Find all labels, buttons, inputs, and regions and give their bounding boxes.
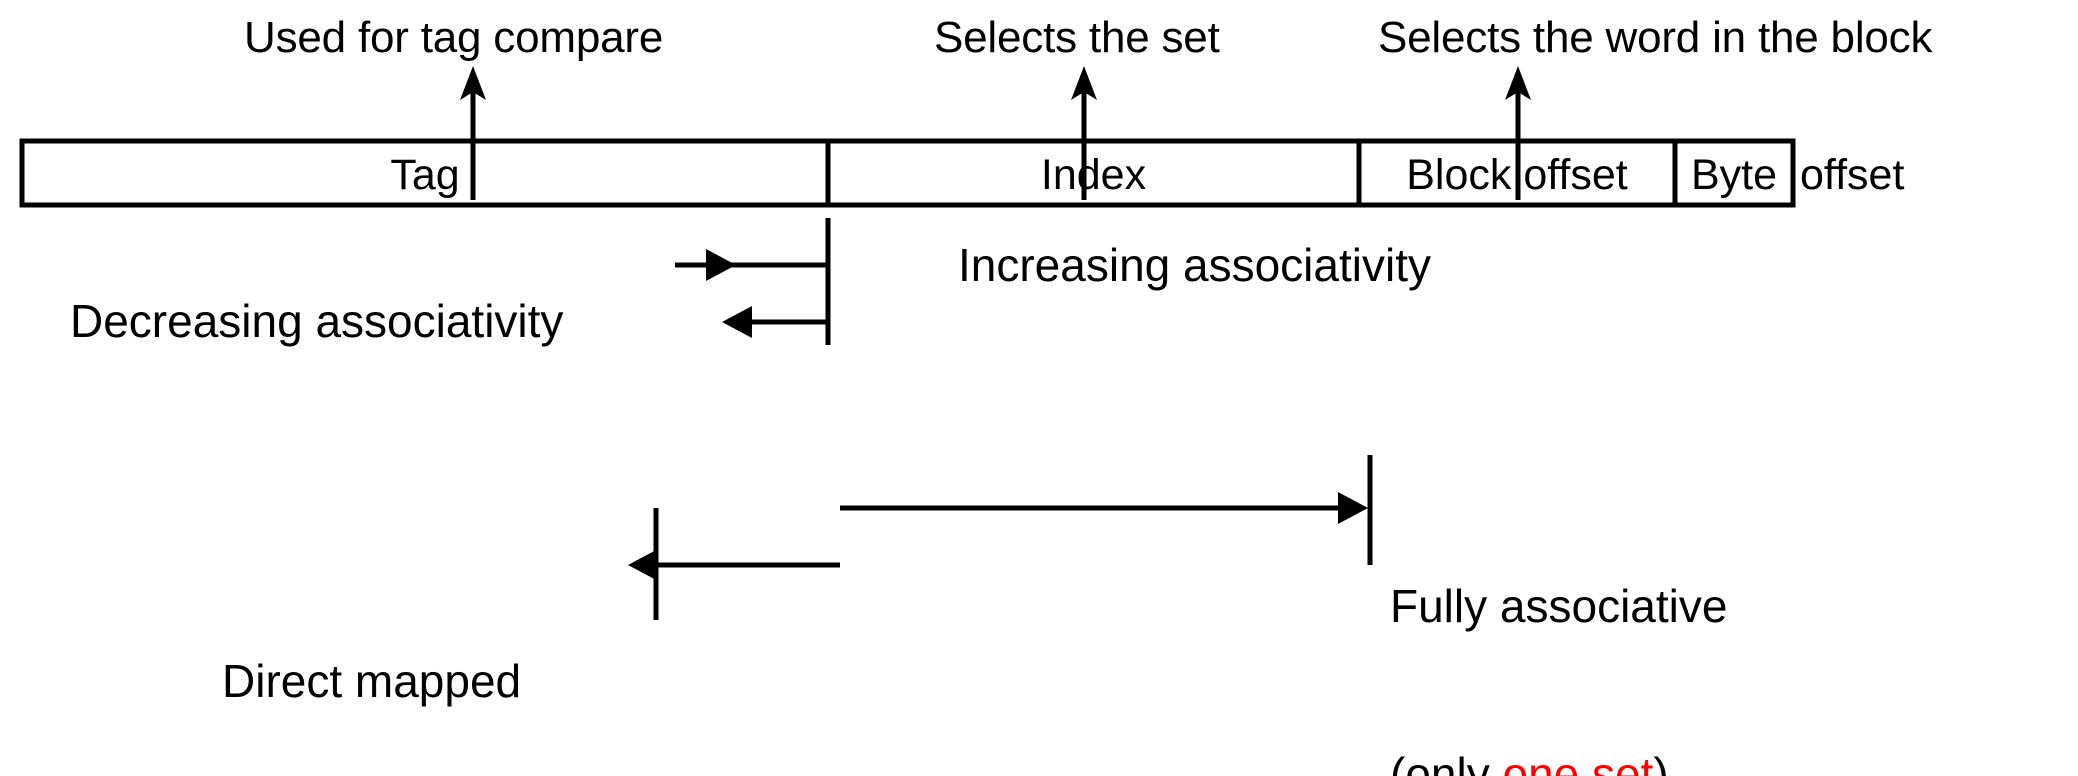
spectrum-direct-mapped [628, 508, 840, 620]
increasing-associativity-label: Increasing associativity [958, 239, 1431, 291]
address-field-tag: Tag [390, 151, 460, 199]
callout-label-tag: Used for tag compare [244, 13, 664, 62]
spectrum-fully-associative [840, 455, 1373, 565]
fully-associative-line-2: (only one set) [1390, 746, 1878, 776]
direct-mapped-annotation: Direct mapped (only one way) Smaller tag… [222, 541, 521, 776]
associativity-split-bar [675, 218, 831, 345]
fully-associative-highlight: one set [1502, 748, 1654, 776]
address-field-byte: Byte [1690, 151, 1778, 199]
direct-mapped-line-1: Direct mapped [222, 655, 522, 707]
callout-label-index: Selects the set [934, 13, 1220, 62]
address-field-offset-suffix: offset [1800, 151, 1905, 199]
address-field-block-offset: Block offset [1406, 151, 1628, 199]
address-field-box [19, 138, 1796, 208]
address-field-index: Index [1040, 151, 1147, 199]
fully-associative-annotation: Fully associative (only one set) Tag is … [1390, 466, 1878, 776]
fully-associative-line-1: Fully associative [1390, 580, 1728, 632]
decreasing-associativity-label: Decreasing associativity [70, 295, 564, 347]
fully-associative-line-2-suffix: ) [1653, 748, 1669, 776]
fully-associative-line-2-prefix: (only [1390, 748, 1503, 776]
callout-label-block-offset: Selects the word in the block [1378, 13, 1933, 62]
